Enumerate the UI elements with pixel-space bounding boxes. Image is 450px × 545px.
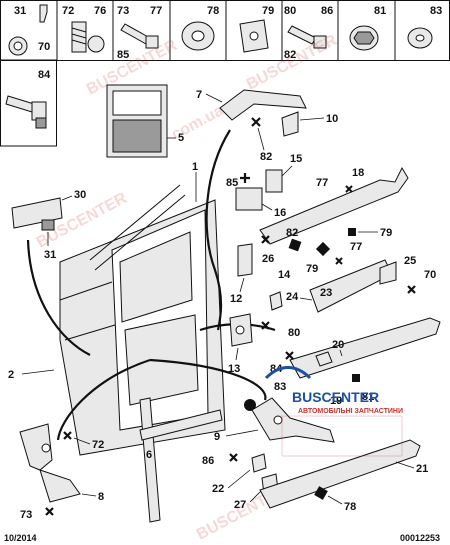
callout-10: 10 xyxy=(326,113,338,125)
washer-icon xyxy=(407,27,433,49)
lower-left-hinge: 72 8 73 xyxy=(19,423,104,521)
callout-82: 82 xyxy=(284,49,296,61)
brand-name: BUSCENTER xyxy=(292,389,379,405)
callout-72: 72 xyxy=(92,439,104,451)
door-frame-lower: 6 xyxy=(139,397,223,523)
side-lever: 2 xyxy=(8,369,55,381)
callout-81: 81 xyxy=(362,391,374,403)
callout-79a: 79 xyxy=(380,227,392,239)
callout-18: 18 xyxy=(352,167,364,179)
callout-73: 73 xyxy=(117,5,129,17)
bolt-washer-icon xyxy=(287,25,327,49)
callout-25: 25 xyxy=(404,255,416,267)
callout-78: 78 xyxy=(344,501,356,513)
callout-83: 83 xyxy=(430,5,442,17)
brand-logo: BUSCENTER АВТОМОБІЛЬНІ ЗАПЧАСТИНИ xyxy=(264,366,403,457)
fastener-cell-31-70: 31 70 xyxy=(8,4,50,56)
callout-31: 31 xyxy=(44,249,56,261)
fastener-cell-84: 84 xyxy=(0,59,57,147)
bolt-icon xyxy=(71,21,105,53)
callout-27: 27 xyxy=(234,499,246,511)
callout-16: 16 xyxy=(274,207,286,219)
callout-24: 24 xyxy=(286,291,299,303)
callout-9: 9 xyxy=(214,431,220,443)
lower-latch: 13 80 xyxy=(228,313,300,375)
callout-82b: 82 xyxy=(286,227,298,239)
fastener-cell-73-77-85: 73 77 85 xyxy=(117,5,162,61)
upper-hinge: 7 10 82 xyxy=(196,89,338,163)
callout-23: 23 xyxy=(320,287,332,299)
callout-85: 85 xyxy=(117,49,129,61)
fastener-cell-81: 81 xyxy=(349,5,386,51)
callout-79: 79 xyxy=(262,5,274,17)
screw-icon xyxy=(120,23,159,49)
callout-86: 86 xyxy=(321,5,333,17)
center-group: 12 26 82 14 24 23 79 77 25 70 xyxy=(230,227,436,313)
callout-21: 21 xyxy=(416,463,428,475)
callout-30: 30 xyxy=(74,189,86,201)
footer-code: 00012253 xyxy=(400,533,440,543)
lower-rail: 21 78 xyxy=(259,439,428,513)
callout-70: 70 xyxy=(424,269,436,281)
callout-12: 12 xyxy=(230,293,242,305)
callout-79b: 79 xyxy=(306,263,318,275)
washer-icon xyxy=(181,21,215,51)
callout-6: 6 xyxy=(146,449,152,461)
header-row: 31 70 72 76 73 77 85 xyxy=(0,0,450,61)
callout-85: 85 xyxy=(226,177,238,189)
callout-77: 77 xyxy=(316,177,328,189)
upper-guide-bracket: 15 16 85 xyxy=(226,153,302,219)
callout-86: 86 xyxy=(202,455,214,467)
callout-84: 84 xyxy=(38,69,51,81)
callout-76: 76 xyxy=(94,5,106,17)
callout-77: 77 xyxy=(150,5,162,17)
callout-15: 15 xyxy=(290,153,302,165)
callout-20: 20 xyxy=(332,339,344,351)
callout-77b: 77 xyxy=(350,241,362,253)
callout-8: 8 xyxy=(98,491,104,503)
fastener-cell-83: 83 xyxy=(407,5,442,49)
window-inset: 5 xyxy=(106,84,184,158)
upper-rail: 18 77 79 xyxy=(259,166,409,245)
callout-7: 7 xyxy=(196,89,202,101)
lower-right-hinge: 84 83 9 86 22 27 xyxy=(202,363,335,511)
callout-80: 80 xyxy=(288,327,300,339)
callout-22: 22 xyxy=(212,483,224,495)
flange-nut-icon xyxy=(349,25,379,51)
fastener-cell-78: 78 xyxy=(181,5,219,51)
fastener-cell-80-86-82: 80 86 82 xyxy=(284,5,333,61)
callout-13: 13 xyxy=(228,363,240,375)
callout-26: 26 xyxy=(262,253,274,265)
clip-nut-icon xyxy=(239,19,269,53)
callout-80: 80 xyxy=(284,5,296,17)
fastener-cell-72-76: 72 76 xyxy=(62,5,106,53)
callout-70: 70 xyxy=(38,41,50,53)
label-plate: 30 31 xyxy=(11,189,86,261)
callout-83: 83 xyxy=(274,381,286,393)
footer: 10/2014 00012253 xyxy=(4,533,440,543)
center-rail: 20 19 81 xyxy=(285,317,441,407)
callout-2: 2 xyxy=(8,369,14,381)
bolt-nut-icon xyxy=(5,95,47,129)
callout-31: 31 xyxy=(14,5,26,17)
brand-subtitle: АВТОМОБІЛЬНІ ЗАПЧАСТИНИ xyxy=(298,408,403,415)
callout-73: 73 xyxy=(20,509,32,521)
fastener-cell-79: 79 xyxy=(239,5,274,53)
callout-14: 14 xyxy=(278,269,291,281)
callout-1: 1 xyxy=(192,161,198,173)
callout-72: 72 xyxy=(62,5,74,17)
callout-19: 19 xyxy=(330,395,342,407)
callout-81: 81 xyxy=(374,5,386,17)
marker-square xyxy=(348,228,356,236)
footer-date: 10/2014 xyxy=(4,533,37,543)
callout-78: 78 xyxy=(207,5,219,17)
callout-82a: 82 xyxy=(260,151,272,163)
callout-5: 5 xyxy=(178,132,184,144)
sliding-door: 1 xyxy=(59,161,226,456)
clip-icon xyxy=(39,4,48,23)
